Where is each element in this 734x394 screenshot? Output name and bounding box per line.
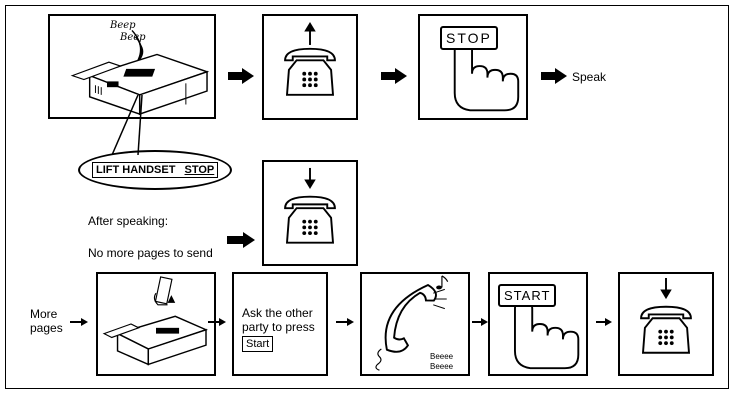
- final-hang-up-panel: [618, 272, 714, 376]
- phone-down-icon: [264, 162, 356, 264]
- callout-lift-text: LIFT HANDSET: [96, 164, 175, 176]
- stop-key: STOP: [440, 26, 498, 50]
- press-start-panel: START: [488, 272, 588, 376]
- right-arrow-icon: [228, 68, 254, 84]
- right-arrow-icon: [541, 68, 567, 84]
- right-arrow-icon: [470, 318, 488, 326]
- phone-up-icon: [264, 16, 356, 118]
- right-arrow-icon: [204, 318, 226, 326]
- right-arrow-icon: [70, 318, 88, 326]
- no-more-pages-label: No more pages to send: [88, 246, 213, 260]
- right-arrow-icon: [594, 318, 612, 326]
- after-speaking-label: After speaking:: [88, 214, 168, 228]
- start-label-box: Start: [242, 336, 273, 352]
- display-callout: LIFT HANDSET STOP: [78, 150, 232, 190]
- beep-text-1: Beep: [110, 20, 136, 31]
- handset-tone-panel: Beeee Beeee: [360, 272, 470, 376]
- lift-handset-panel: [262, 14, 358, 120]
- beep-text-2: Beep: [120, 32, 146, 43]
- more-pages-label: More pages: [30, 307, 63, 335]
- press-stop-panel: STOP: [418, 14, 528, 120]
- right-arrow-icon: [381, 68, 407, 84]
- phone-down-icon: [620, 274, 712, 374]
- beeee-text-2: Beeee: [430, 362, 453, 371]
- speak-label: Speak: [572, 70, 606, 84]
- fax-load-icon: [98, 274, 214, 374]
- callout-stop-text: STOP: [185, 164, 215, 176]
- beeee-text-1: Beeee: [430, 352, 453, 361]
- ask-text-line1: Ask the other: [242, 306, 313, 320]
- callout-pointer: [90, 95, 160, 155]
- right-arrow-icon: [227, 232, 255, 248]
- right-arrow-icon: [332, 318, 354, 326]
- load-pages-panel: [96, 272, 216, 376]
- ask-other-party-panel: Ask the other party to press Start: [232, 272, 328, 376]
- ask-text-line2: party to press: [242, 320, 315, 334]
- hang-up-panel: [262, 160, 358, 266]
- start-key: START: [498, 284, 556, 307]
